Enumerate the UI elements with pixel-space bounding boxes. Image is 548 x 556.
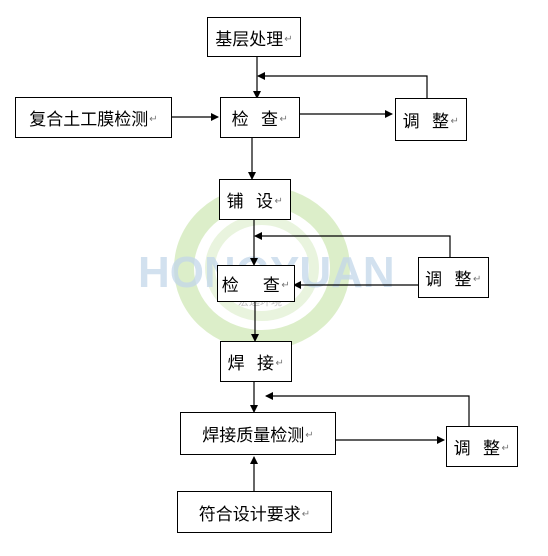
node-label: 检 查 — [221, 276, 281, 296]
paragraph-mark-icon: ↵ — [450, 116, 460, 127]
node-label: 焊 接 — [227, 354, 275, 374]
paragraph-mark-icon: ↵ — [274, 196, 284, 207]
node-label: 焊接质量检测 — [202, 426, 305, 446]
arrow-adjust3-loop — [265, 392, 470, 426]
paragraph-mark-icon: ↵ — [501, 443, 511, 454]
node-welding: 焊 接↵ — [220, 341, 292, 382]
paragraph-mark-icon: ↵ — [284, 33, 293, 45]
paragraph-mark-icon: ↵ — [472, 274, 482, 285]
node-geomembrane-test: 复合土工膜检测↵ — [15, 97, 172, 138]
paragraph-mark-icon: ↵ — [149, 114, 158, 125]
node-meets-design: 符合设计要求↵ — [177, 491, 332, 533]
node-label: 检 查 — [231, 110, 279, 130]
node-adjust-3: 调 整↵ — [446, 426, 518, 467]
arrow-adjust2-loop — [254, 232, 451, 257]
paragraph-mark-icon: ↵ — [279, 114, 289, 125]
paragraph-mark-icon: ↵ — [275, 358, 285, 369]
node-label: 符合设计要求 — [198, 504, 301, 525]
paragraph-mark-icon: ↵ — [301, 508, 311, 520]
node-adjust-2: 调 整↵ — [418, 257, 489, 298]
node-weld-quality-test: 焊接质量检测↵ — [180, 412, 336, 455]
node-label: 复合土工膜检测 — [29, 110, 149, 130]
node-label: 调 整 — [402, 112, 450, 132]
paragraph-mark-icon: ↵ — [281, 280, 291, 291]
watermark-inner-swoosh-icon — [205, 215, 319, 321]
node-label: 调 整 — [453, 439, 501, 459]
node-adjust-1: 调 整↵ — [395, 98, 467, 141]
node-label: 调 整 — [425, 270, 472, 290]
node-base-treatment: 基层处理↵ — [207, 17, 301, 57]
node-inspect-2: 检 查↵ — [217, 265, 295, 302]
node-label: 基层处理 — [215, 29, 284, 50]
paragraph-mark-icon: ↵ — [305, 430, 314, 441]
node-laying: 铺 设↵ — [219, 179, 291, 220]
node-label: 铺 设 — [226, 192, 274, 212]
arrow-adjust1-loop — [257, 72, 428, 98]
node-inspect-1: 检 查↵ — [220, 97, 300, 138]
